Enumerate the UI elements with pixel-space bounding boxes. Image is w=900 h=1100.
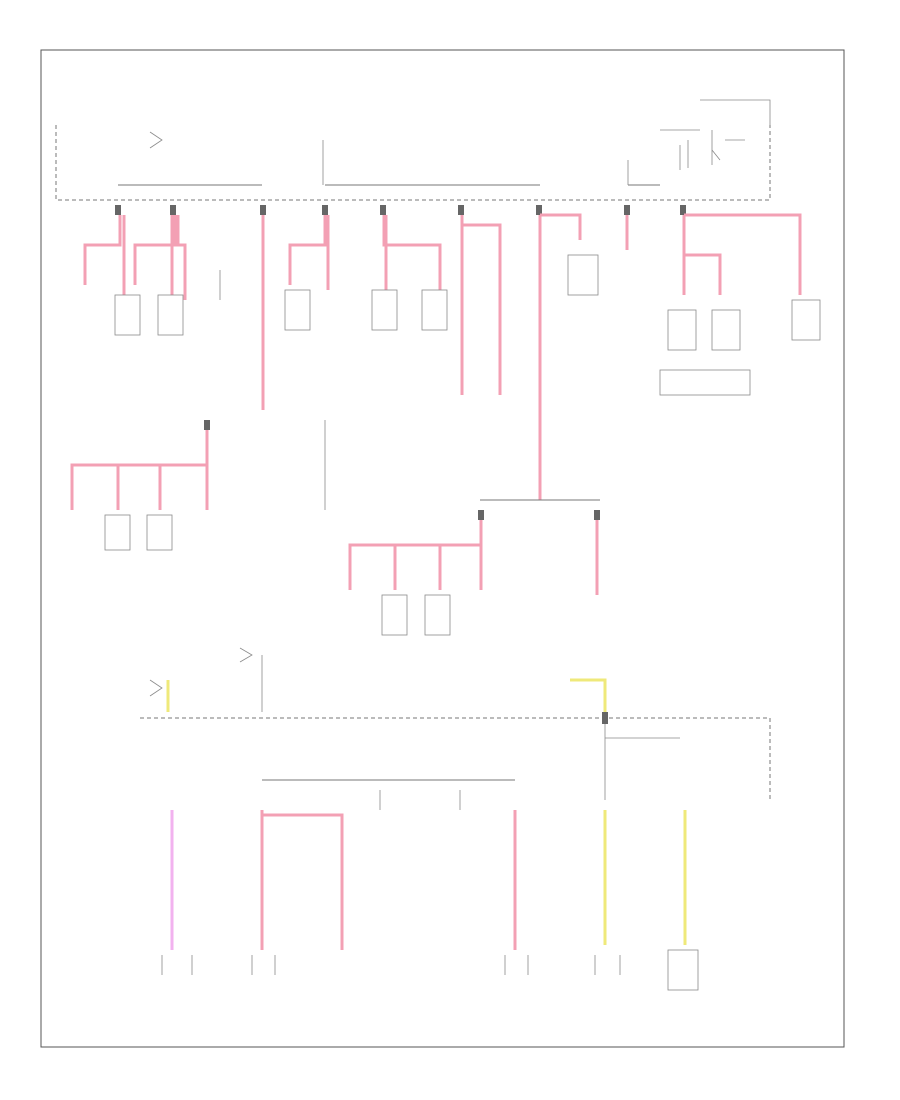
top-fuse-block: [55, 99, 771, 201]
top-connectors: [115, 205, 686, 215]
top-components: [114, 254, 821, 396]
lower-bus: [140, 647, 771, 800]
ecm-module: [567, 254, 599, 296]
red-wires-top: [83, 213, 802, 500]
diagram-frame: [40, 49, 845, 1048]
middle-left-group: [70, 420, 326, 551]
flasher-switch-symbol: [679, 140, 721, 170]
bottom-components: [161, 949, 699, 991]
middle-center-group: [348, 499, 600, 636]
bottom-wires: [170, 790, 687, 950]
